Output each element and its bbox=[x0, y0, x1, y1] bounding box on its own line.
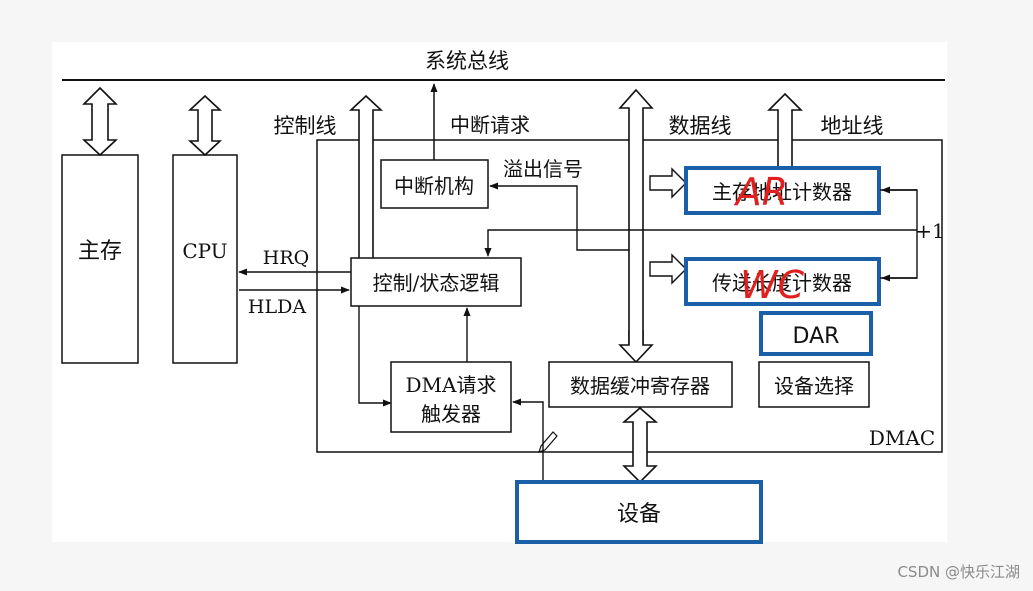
data-buffer-box bbox=[548, 361, 733, 408]
plus-one-label: +1 bbox=[915, 219, 944, 243]
interrupt-unit-box bbox=[380, 159, 489, 209]
pencil-icon bbox=[538, 431, 558, 453]
dar-box bbox=[759, 311, 873, 356]
control-line-label: 控制线 bbox=[274, 114, 337, 138]
dar-label: DAR bbox=[793, 324, 840, 349]
interrupt-request-label: 中断请求 bbox=[450, 113, 530, 137]
watermark: CSDN @快乐江湖 bbox=[897, 563, 1020, 581]
control-logic-label: 控制/状态逻辑 bbox=[373, 271, 500, 295]
annotation-wc: WC bbox=[740, 263, 805, 307]
dma-trigger-label-line1: DMA请求 bbox=[406, 373, 497, 397]
device-box bbox=[515, 480, 763, 544]
data-buffer-label: 数据缓冲寄存器 bbox=[570, 374, 710, 398]
cpu-bus-arrow bbox=[187, 94, 223, 157]
data-to-length-counter-arrow bbox=[649, 253, 687, 285]
main-memory-box bbox=[61, 154, 139, 364]
device-select-label: 设备选择 bbox=[774, 374, 854, 398]
device-select-box bbox=[758, 361, 870, 408]
length-counter-label: 传送长度计数器 bbox=[712, 271, 852, 295]
length-counter-box bbox=[684, 257, 881, 306]
device-label: 设备 bbox=[617, 502, 661, 527]
overflow-signal-line bbox=[489, 182, 640, 251]
dma-trigger-box bbox=[390, 361, 512, 433]
address-counter-box bbox=[684, 166, 881, 215]
cpu-label: CPU bbox=[182, 239, 227, 263]
cpu-box bbox=[172, 154, 238, 364]
dma-trigger-label-line2: 触发器 bbox=[421, 402, 481, 426]
data-line-label: 数据线 bbox=[669, 114, 732, 138]
system-bus-label: 系统总线 bbox=[425, 49, 509, 73]
overflow-signal-label: 溢出信号 bbox=[503, 157, 583, 181]
hlda-label: HLDA bbox=[248, 296, 306, 318]
interrupt-unit-label: 中断机构 bbox=[394, 174, 474, 198]
annotation-ar: AR bbox=[733, 170, 788, 214]
hrq-label: HRQ bbox=[263, 247, 309, 269]
main-memory-label: 主存 bbox=[78, 239, 122, 264]
count-feedback-line bbox=[484, 229, 917, 257]
address-line-label: 地址线 bbox=[821, 114, 884, 138]
dmac-label: DMAC bbox=[869, 426, 935, 450]
device-request-line bbox=[512, 398, 544, 482]
control-logic-box bbox=[350, 257, 522, 307]
address-counter-label: 主存地址计数器 bbox=[712, 180, 852, 204]
data-to-address-counter-arrow bbox=[649, 167, 687, 199]
control-to-trigger-line bbox=[358, 306, 392, 407]
memory-bus-arrow bbox=[81, 86, 119, 157]
